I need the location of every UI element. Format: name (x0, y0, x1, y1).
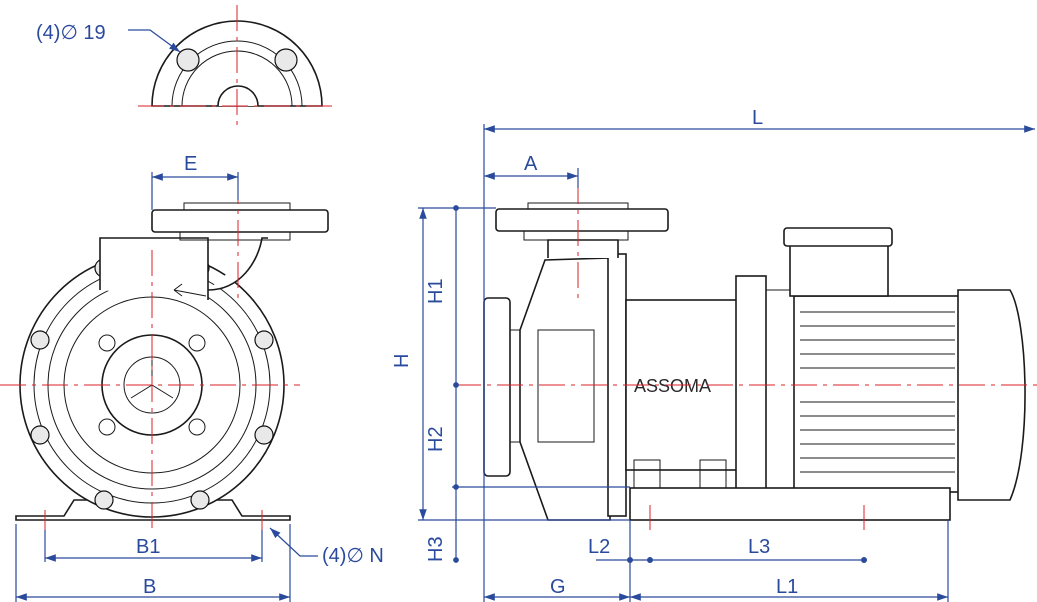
dim-l1-label: L1 (776, 576, 798, 598)
casing-bolt (94, 490, 114, 510)
side-discharge-flange (495, 208, 669, 232)
dim-b-label: B (143, 576, 156, 598)
casing-rib-hole (188, 334, 206, 352)
flange-bolt-hole-right (274, 48, 298, 72)
dim-l2-point-2 (647, 557, 653, 563)
suction-flange-neck (509, 329, 521, 443)
discharge-neck (99, 237, 209, 300)
flange-detail-view: (4)∅ 19 (36, 5, 336, 128)
base-plate (629, 487, 951, 521)
suction-flange (483, 297, 511, 477)
casing-bolt (30, 425, 50, 445)
flange-inner-ring (171, 40, 303, 107)
side-view: ASSOMA (391, 107, 1037, 602)
dim-e-label: E (184, 153, 197, 175)
side-discharge-neck (547, 239, 619, 258)
dim-l3-label: L3 (748, 536, 770, 558)
terminal-box-lid (783, 227, 893, 247)
discharge-flange-lip (179, 231, 291, 241)
motor-fins (800, 311, 955, 473)
base-bolt-mid (699, 459, 727, 489)
dim-a-label: A (524, 153, 538, 175)
side-casing (519, 257, 611, 521)
flange-hole-leader (128, 29, 181, 53)
casing-rib-hole (98, 418, 116, 436)
casing-rib-hole (188, 418, 206, 436)
casing-rib-hole (98, 334, 116, 352)
dim-l3-point (861, 557, 867, 563)
motor-body (793, 295, 961, 493)
base-holes-label: (4)∅ N (322, 545, 384, 567)
dim-h2-label: H2 (425, 426, 447, 452)
dim-l2-point-1 (627, 557, 633, 563)
base-bolt-left (633, 459, 661, 489)
brand-label: ASSOMA (634, 376, 711, 396)
discharge-flange (151, 209, 329, 233)
dim-h1-label: H1 (425, 278, 447, 304)
front-view: E B1 B (4)∅ N (0, 153, 384, 602)
motor-flange (735, 275, 767, 511)
dim-h3-label: H3 (425, 536, 447, 562)
flange-holes-label: (4)∅ 19 (36, 22, 106, 44)
casing-bolt (190, 490, 210, 510)
rotation-arrow-icon (173, 283, 207, 297)
flange-bore (217, 85, 259, 107)
dim-b1-label: B1 (136, 536, 160, 558)
dim-l-label: L (752, 107, 763, 129)
casing-bolt (30, 330, 50, 350)
flange-bolt-hole-left (176, 48, 200, 72)
terminal-box (789, 243, 889, 297)
dim-l2-label: L2 (588, 536, 610, 558)
discharge-flange-face (183, 202, 291, 211)
base-hole-leader (269, 527, 318, 557)
dim-h-label: H (391, 354, 413, 368)
side-discharge-flange-lip (523, 230, 629, 241)
motor-fan-cover (957, 289, 1026, 501)
casing-bolt (254, 330, 274, 350)
casing-bolt (254, 425, 274, 445)
side-casing-core (537, 329, 595, 443)
dim-g-label: G (550, 576, 566, 598)
motor-adapter (765, 289, 795, 497)
